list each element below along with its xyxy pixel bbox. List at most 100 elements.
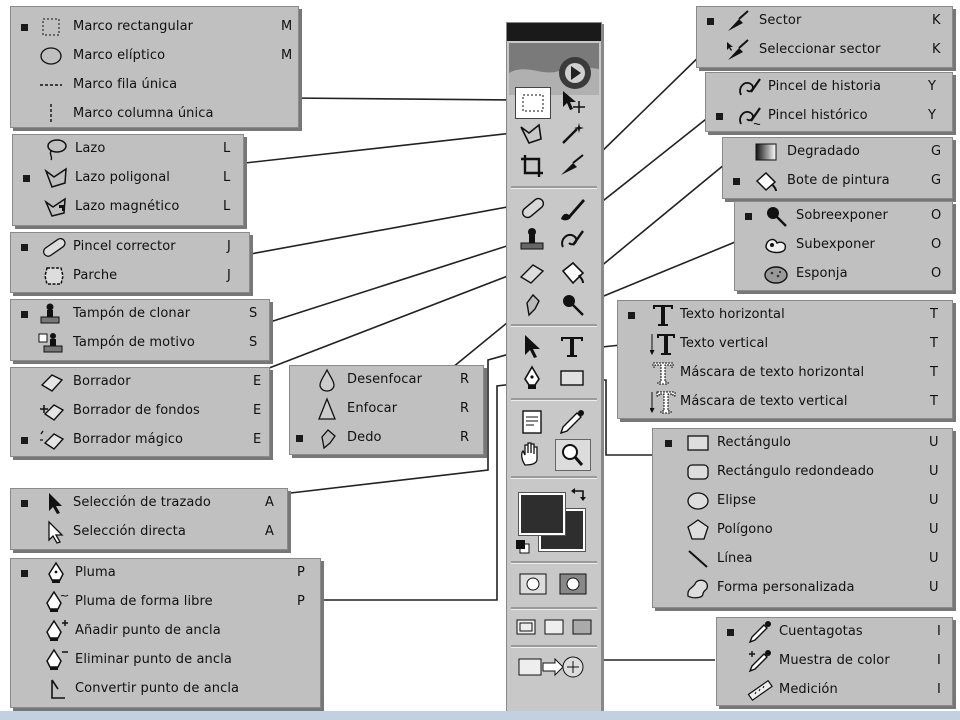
toolbox-history-brush-tool[interactable] xyxy=(555,225,589,255)
path-selection-icon xyxy=(41,491,67,515)
toolbox-type-tool[interactable] xyxy=(555,331,589,361)
quick-mask-mode-button[interactable] xyxy=(557,571,589,597)
toolbox-magic-wand-tool[interactable] xyxy=(555,119,589,149)
connector-pen xyxy=(312,383,514,601)
full-screen-menu-mode-button[interactable] xyxy=(543,617,565,637)
toolbox-hand-tool[interactable] xyxy=(515,439,549,469)
toolbox-move-tool[interactable] xyxy=(555,87,589,117)
menu-item-delete-anchor[interactable]: Eliminar punto de ancla xyxy=(11,646,320,675)
menu-item-label: Lazo magnético xyxy=(75,199,180,214)
toolbox-stamp-tool[interactable] xyxy=(515,225,549,255)
toolbox-shape-tool[interactable] xyxy=(555,363,589,393)
default-colors-icon[interactable] xyxy=(515,539,531,555)
menu-item-label: Bote de pintura xyxy=(787,173,890,188)
swap-colors-icon[interactable] xyxy=(569,487,589,505)
polygonal-lasso-icon xyxy=(43,166,69,190)
menu-item-vertical-type-mask[interactable]: Máscara de texto vertical T xyxy=(618,388,952,417)
toolbox-healing-tool[interactable] xyxy=(515,193,549,223)
toolbox-path-selection-tool[interactable] xyxy=(515,331,549,361)
menu-item-label: Texto horizontal xyxy=(680,307,785,322)
toolbox-title-bar xyxy=(507,23,601,41)
menu-item-label: Máscara de texto horizontal xyxy=(680,365,865,380)
toolbox-bucket-tool[interactable] xyxy=(555,257,589,287)
toolbox-smudge-tool[interactable] xyxy=(515,289,549,319)
menu-item-label: Máscara de texto vertical xyxy=(680,394,848,409)
menu-item-marquee-column[interactable]: Marco columna única xyxy=(11,100,298,129)
active-tool-bullet xyxy=(21,244,28,251)
menu-item-horizontal-type-mask[interactable]: Máscara de texto horizontal T xyxy=(618,359,952,388)
active-tool-bullet xyxy=(23,175,30,182)
menu-item-convert-anchor[interactable]: Convertir punto de ancla xyxy=(11,675,320,704)
toolbox-pen-tool[interactable] xyxy=(515,363,549,393)
toolbox-brush-tool[interactable] xyxy=(555,193,589,223)
toolbox-zoom-tool[interactable] xyxy=(555,439,591,471)
menu-item-label: Degradado xyxy=(787,144,860,159)
jump-to-imageready-button[interactable] xyxy=(517,651,587,683)
shortcut-key: Y xyxy=(928,79,936,94)
menu-item-marquee-row[interactable]: Marco fila única xyxy=(11,71,298,100)
toolbox-eraser-tool[interactable] xyxy=(515,257,549,287)
full-screen-mode-button[interactable] xyxy=(571,617,593,637)
menu-item-label: Sobreexponer xyxy=(796,208,888,223)
shortcut-key: T xyxy=(930,365,938,380)
toolbox-dodge-tool[interactable] xyxy=(555,289,589,319)
foreground-color-swatch[interactable] xyxy=(519,493,565,535)
marquee-column-icon xyxy=(38,102,64,126)
color-sampler-icon xyxy=(747,649,773,673)
bottom-band xyxy=(0,711,960,720)
toolbox-marquee-tool[interactable] xyxy=(515,87,551,119)
toolbox-crop-tool[interactable] xyxy=(515,151,549,181)
shortcut-key: T xyxy=(930,394,938,409)
toolbox-eyedropper-tool[interactable] xyxy=(555,407,589,437)
standard-mode-button[interactable] xyxy=(517,571,549,597)
toolbox-lasso-tool[interactable] xyxy=(515,119,549,149)
toolbox-notes-tool[interactable] xyxy=(515,407,549,437)
toolbox-slice-tool[interactable] xyxy=(555,151,589,181)
menu-item-label: Enfocar xyxy=(347,401,398,416)
menu-item-add-anchor[interactable]: Añadir punto de ancla xyxy=(11,617,320,646)
standard-screen-mode-button[interactable] xyxy=(515,617,537,637)
